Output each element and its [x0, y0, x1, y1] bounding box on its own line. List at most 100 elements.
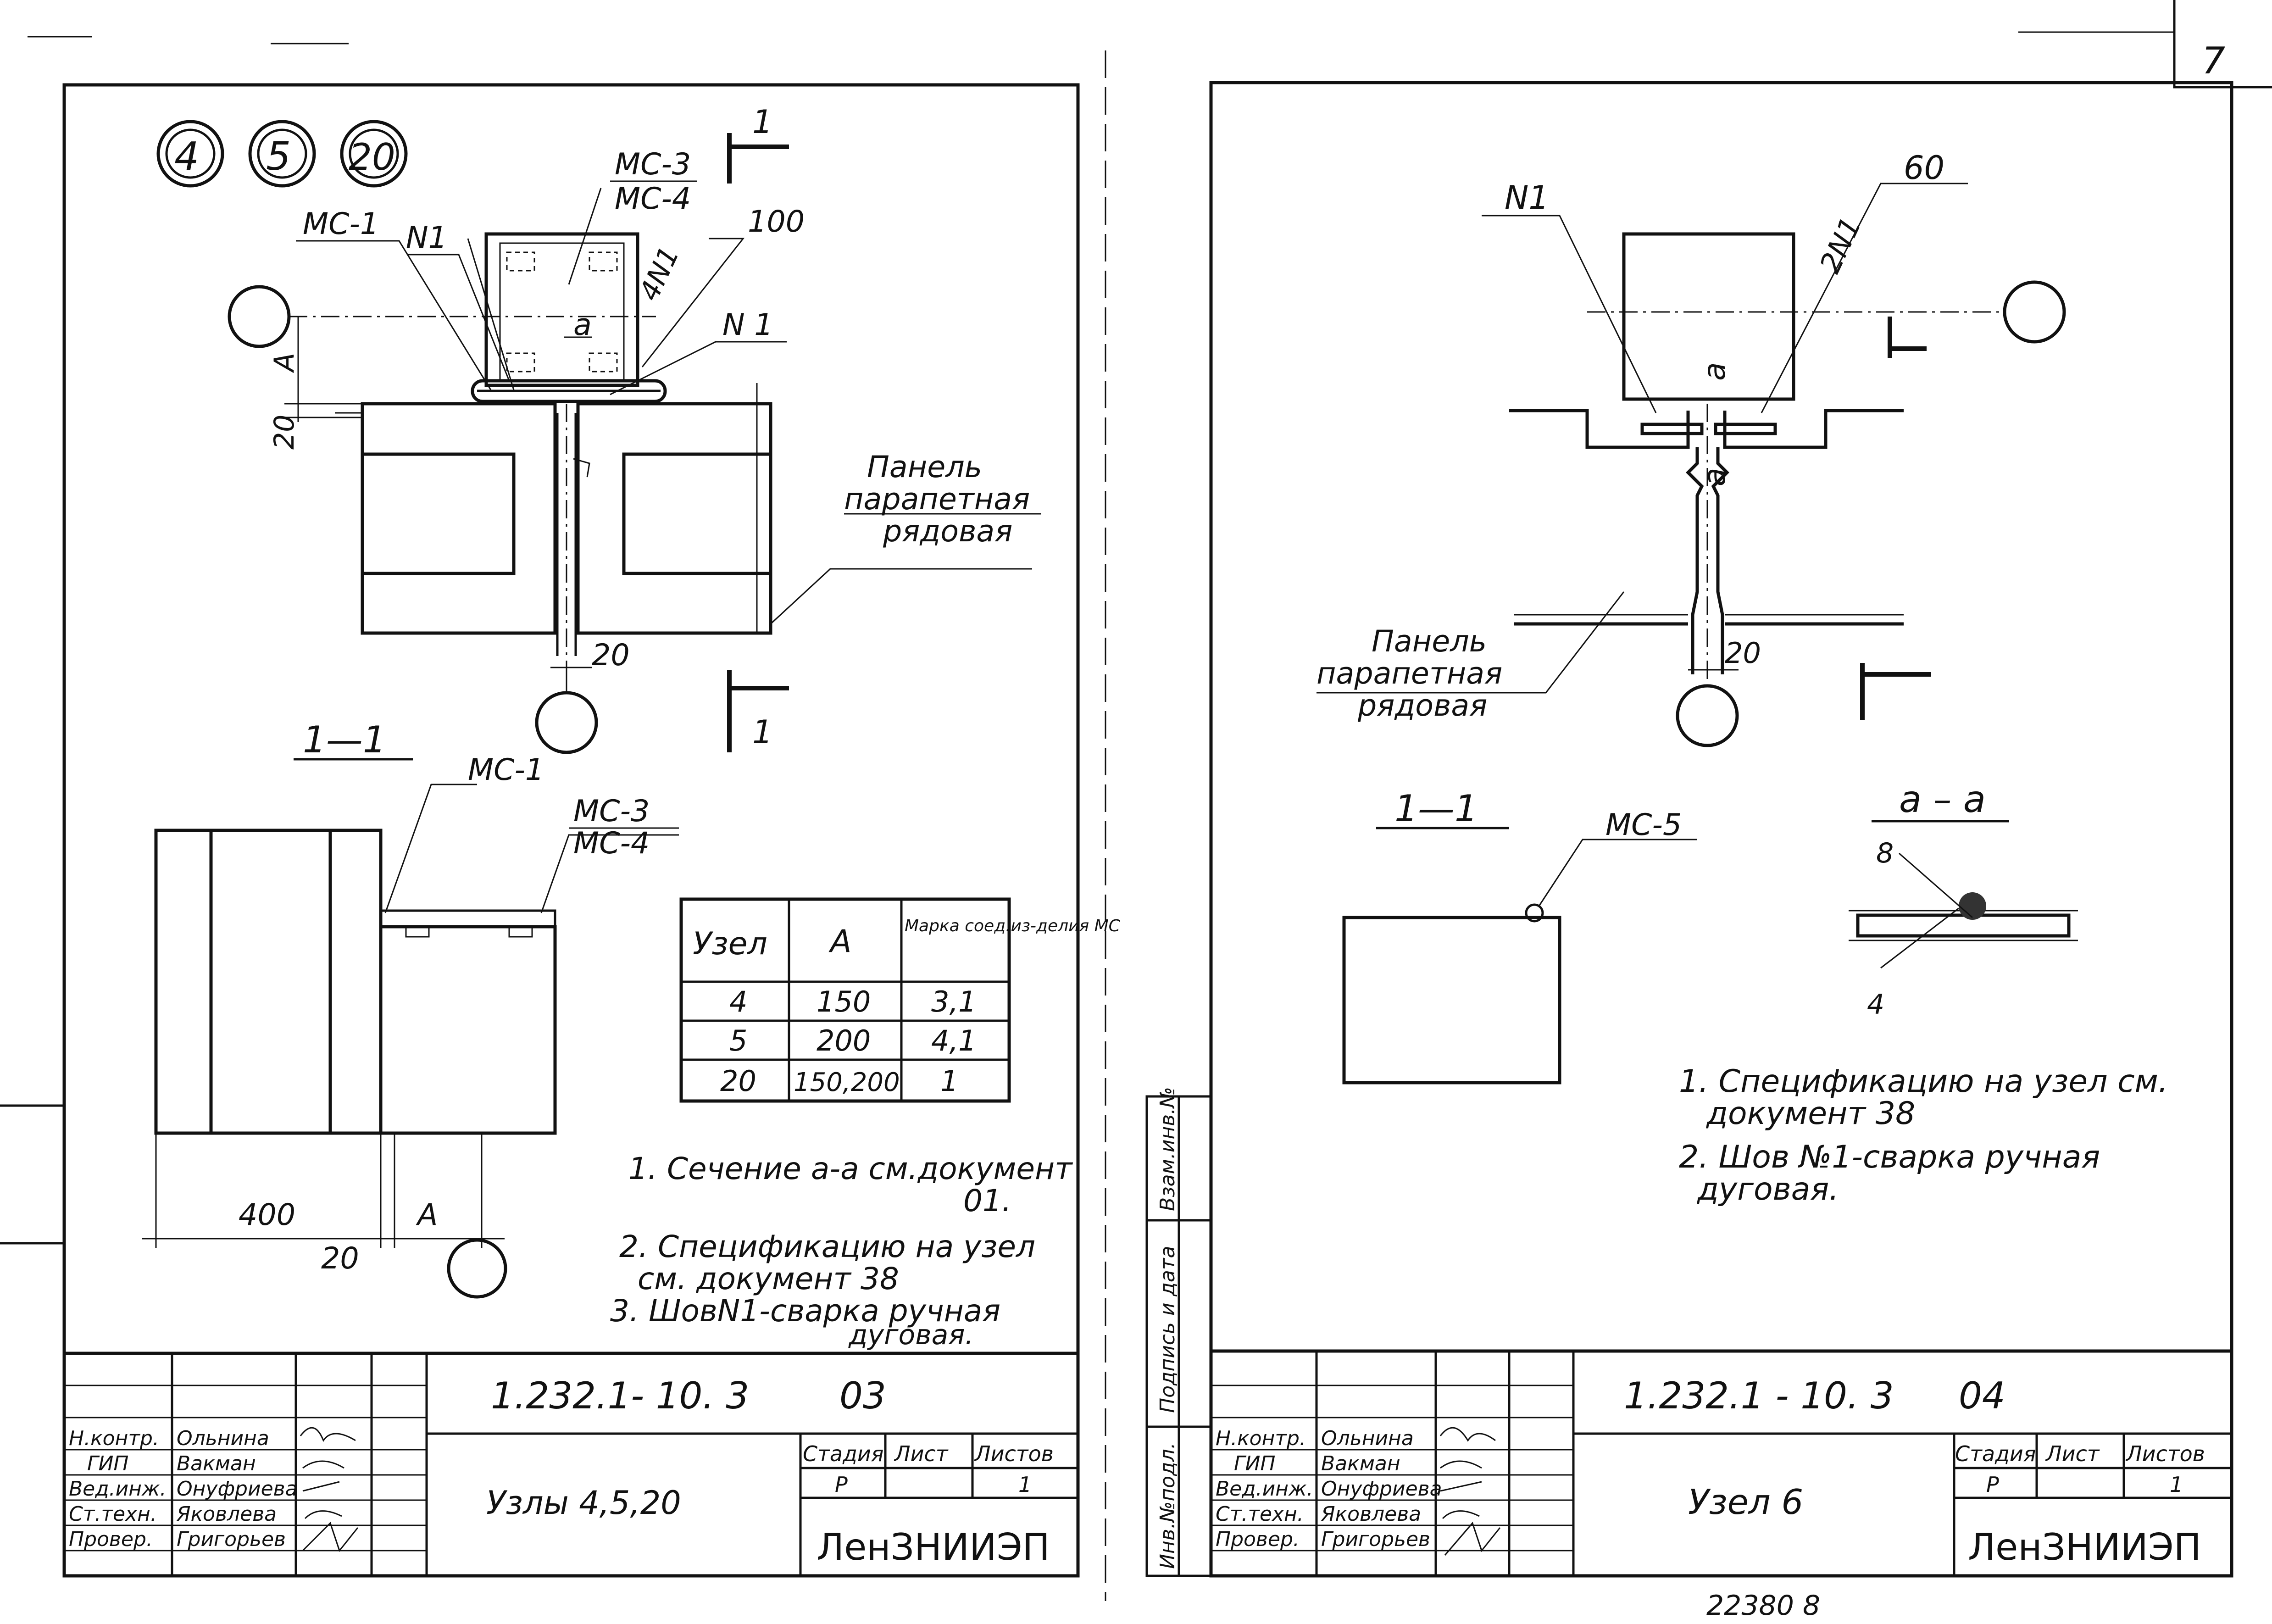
dim-20-right: 20	[1725, 636, 1761, 670]
section-1-1-left: 1—1 МС-1 МС-3 МС-4 400 20 А	[142, 718, 679, 1299]
side-stamp-label: Инв.№подл.	[1156, 1442, 1179, 1569]
node-circle-label: 20	[349, 136, 395, 178]
section-dim-A: А	[416, 1198, 438, 1232]
note-line: 1. Спецификацию на узел см.	[1679, 1063, 2168, 1100]
person-name: Григорьев	[1321, 1528, 1430, 1551]
table-cell: 4	[729, 985, 747, 1018]
note-line: 3. ШовN1-сварка ручная	[610, 1293, 1000, 1329]
panel-label-right-3: рядовая	[1357, 689, 1487, 723]
role-label: Провер.	[69, 1528, 153, 1551]
org-right: ЛенЗНИИЭП	[1968, 1526, 2201, 1568]
stage-value: Р	[1986, 1472, 1999, 1497]
dim-20-left: 20	[268, 415, 300, 450]
note-line: см. документ 38	[638, 1261, 899, 1296]
plan-drawing-left: 1 1	[228, 103, 1041, 754]
person-name: Онуфриева	[177, 1477, 298, 1501]
person-name: Яковлева	[1321, 1502, 1421, 1526]
role-label: ГИП	[87, 1452, 129, 1475]
table-cell: 150	[817, 985, 871, 1018]
section-mc1-label: МС-1	[468, 753, 544, 787]
role-label: Ст.техн.	[69, 1502, 157, 1526]
weld-a-label: а	[573, 308, 592, 342]
table-cell: 5	[729, 1024, 747, 1057]
person-name: Онуфриева	[1321, 1477, 1442, 1501]
table-cell: 150,200	[794, 1068, 900, 1097]
section-1-1-right: 1—1 МС-5	[1342, 787, 1697, 1085]
side-stamp-label: Подпись и дата	[1156, 1246, 1179, 1413]
node-circle-label: 4	[174, 134, 199, 179]
table-cell: 20	[720, 1064, 756, 1098]
title-block-left: 1.232.1- 10. 3 03 Н.контр. ГИП Вед.инж. …	[62, 1351, 1080, 1578]
n1-label-right: N 1	[722, 308, 773, 342]
mc1-label: МС-1	[303, 207, 379, 241]
sheet-header: Лист	[894, 1441, 949, 1466]
org-left: ЛенЗНИИЭП	[817, 1526, 1050, 1568]
table-cell: 3,1	[931, 985, 977, 1018]
title-right: Узел 6	[1688, 1482, 1803, 1522]
sheets-header: Листов	[974, 1441, 1054, 1466]
left-sheet: 4 5 20 1 1	[0, 50, 1121, 1601]
role-label: Н.контр.	[1216, 1427, 1306, 1450]
n1-label: N1	[406, 221, 447, 255]
table-header-node: Узел	[693, 926, 767, 962]
person-name: Вакман	[177, 1452, 256, 1475]
role-label: Провер.	[1216, 1528, 1300, 1551]
person-name: Ольнина	[177, 1427, 269, 1450]
doc-code-right: 1.232.1 - 10. 3	[1624, 1374, 1894, 1417]
note-line: дуговая.	[848, 1319, 974, 1351]
sheets-header: Листов	[2125, 1441, 2205, 1466]
plan-drawing-right: N1 60 2N1 а а 20 Панель парапетная рядов…	[1317, 149, 2066, 747]
mc4-label: МС-4	[615, 182, 691, 216]
table-cell: 200	[817, 1024, 871, 1057]
note-line: 1. Сечение а-а см.документ	[628, 1151, 1073, 1186]
table-header-a: А	[828, 923, 852, 960]
title-left: Узлы 4,5,20	[486, 1484, 681, 1522]
node-circles: 4 5 20	[156, 120, 408, 188]
table-header-mark: Марка соед.из-делия МС	[905, 917, 1121, 935]
note-line: 2. Шов №1-сварка ручная	[1679, 1139, 2100, 1175]
sheet-value: 1	[1018, 1472, 1032, 1497]
dim-100-label: 100	[748, 205, 805, 239]
section-mark-top: 1	[752, 103, 773, 141]
2n1-label: 2N1	[1813, 212, 1867, 278]
aa-title: а – а	[1899, 778, 1986, 821]
role-label: Н.контр.	[69, 1427, 159, 1450]
sheet-header: Лист	[2045, 1441, 2100, 1466]
section-title-right: 1—1	[1394, 787, 1478, 830]
weld-a-right: а	[1697, 362, 1732, 381]
stage-header: Стадия	[1955, 1441, 2036, 1466]
stage-value: Р	[835, 1472, 848, 1497]
role-label: ГИП	[1234, 1452, 1276, 1475]
dim-20-bottom: 20	[592, 638, 630, 673]
mc3-label: МС-3	[615, 147, 691, 182]
node-circle-label: 5	[266, 134, 291, 179]
aa-dim-8: 8	[1876, 837, 1894, 869]
signatures	[300, 1427, 359, 1552]
mc5-label: МС-5	[1605, 808, 1682, 842]
panel-label-3: рядовая	[883, 514, 1012, 549]
panel-label-2: парапетная	[844, 482, 1030, 517]
role-label: Вед.инж.	[69, 1477, 167, 1501]
section-mc4-label: МС-4	[573, 826, 650, 861]
sheet-value: 1	[2170, 1472, 2183, 1497]
person-name: Вакман	[1321, 1452, 1400, 1475]
right-sheet: N1 60 2N1 а а 20 Панель парапетная рядов…	[1145, 81, 2233, 1622]
section-title-left: 1—1	[303, 718, 386, 761]
person-name: Яковлева	[176, 1502, 277, 1526]
note-line: документ 38	[1706, 1096, 1915, 1132]
dim-60-label: 60	[1904, 149, 1944, 187]
note-line: 2. Спецификацию на узел	[619, 1229, 1035, 1264]
sheet-code-left: 03	[839, 1374, 886, 1417]
notes-left: 1. Сечение а-а см.документ 01. 2. Специф…	[610, 1151, 1073, 1351]
person-name: Ольнина	[1321, 1427, 1414, 1450]
role-label: Ст.техн.	[1216, 1502, 1304, 1526]
section-a-right: а	[1697, 468, 1732, 486]
role-label: Вед.инж.	[1216, 1477, 1313, 1501]
person-name: Григорьев	[177, 1528, 286, 1551]
side-stamp: Инв.№подл. Подпись и дата Взам.инв.№	[1145, 1087, 1212, 1577]
note-line: дуговая.	[1697, 1171, 1839, 1207]
panel-label-right-2: парапетная	[1317, 656, 1502, 691]
signatures	[1439, 1427, 1501, 1556]
title-block-right: 1.232.1 - 10. 3 04 Н.контр. ГИП Вед.инж.…	[1209, 1349, 2233, 1578]
